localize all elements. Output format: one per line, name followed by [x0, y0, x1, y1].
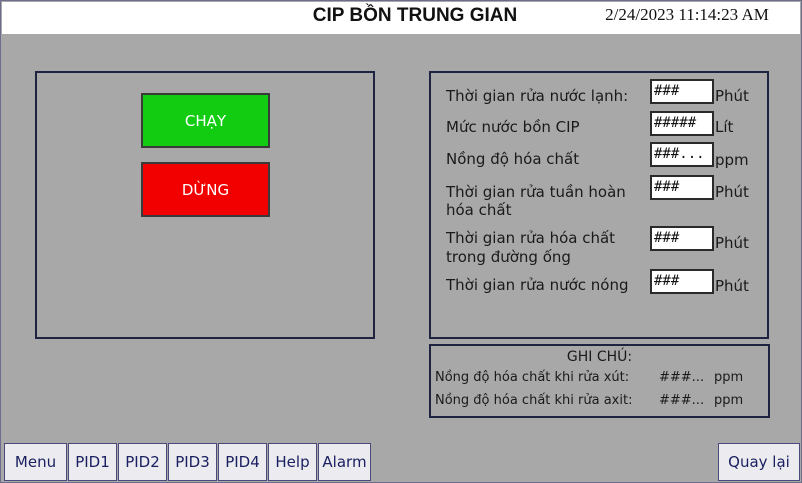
note-acid-label: Nồng độ hóa chất khi rửa axit: — [435, 393, 633, 408]
cold-rinse-time-input[interactable]: ### — [650, 79, 714, 104]
page-title: CIP BỒN TRUNG GIAN — [312, 5, 518, 26]
note-caustic-label: Nồng độ hóa chất khi rửa xút: — [435, 370, 630, 385]
param-label-chemical-concentration: Nồng độ hóa chất — [446, 150, 580, 168]
note-acid-unit: ppm — [714, 393, 744, 408]
param-label-cold-rinse-time: Thời gian rửa nước lạnh: — [446, 87, 629, 105]
param-label-pipeline-chemical-rinse-time-line1: Thời gian rửa hóa chất — [446, 229, 616, 247]
cip-tank-level-input[interactable]: ##### — [650, 111, 714, 136]
hot-rinse-time-unit: Phút — [715, 277, 749, 295]
pid3-button[interactable]: PID3 — [168, 443, 217, 481]
param-label-chemical-circulation-time-line2: hóa chất — [446, 201, 512, 219]
parameters-panel — [429, 71, 769, 339]
chemical-concentration-unit: ppm — [715, 151, 749, 169]
note-caustic-unit: ppm — [714, 370, 744, 385]
pid4-button[interactable]: PID4 — [218, 443, 267, 481]
run-button[interactable]: CHẠY — [141, 93, 270, 148]
notes-panel — [429, 344, 770, 418]
header-bar — [2, 2, 800, 34]
chemical-circulation-time-input[interactable]: ### — [650, 175, 714, 200]
note-caustic-value[interactable]: ###... — [659, 370, 705, 385]
back-button[interactable]: Quay lại — [718, 443, 800, 481]
menu-button[interactable]: Menu — [4, 443, 67, 481]
pid1-button[interactable]: PID1 — [68, 443, 117, 481]
pid2-button[interactable]: PID2 — [118, 443, 167, 481]
help-button[interactable]: Help — [268, 443, 317, 481]
param-label-hot-rinse-time: Thời gian rửa nước nóng — [446, 276, 629, 294]
param-label-chemical-circulation-time-line1: Thời gian rửa tuần hoàn — [446, 183, 626, 201]
pipeline-chemical-rinse-time-input[interactable]: ### — [650, 226, 714, 251]
param-label-cip-tank-level: Mức nước bồn CIP — [446, 118, 580, 136]
datetime-display: 2/24/2023 11:14:23 AM — [605, 5, 769, 24]
chemical-circulation-time-unit: Phút — [715, 183, 749, 201]
note-acid-value[interactable]: ###... — [659, 393, 705, 408]
control-panel — [35, 71, 375, 339]
param-label-pipeline-chemical-rinse-time-line2: trong đường ống — [446, 248, 571, 266]
pipeline-chemical-rinse-time-unit: Phút — [715, 234, 749, 252]
stop-button[interactable]: DỪNG — [141, 162, 270, 217]
cip-tank-level-unit: Lít — [715, 118, 734, 136]
hot-rinse-time-input[interactable]: ### — [650, 269, 714, 294]
chemical-concentration-input[interactable]: ###... — [650, 142, 714, 167]
alarm-button[interactable]: Alarm — [318, 443, 371, 481]
notes-title: GHI CHÚ: — [566, 349, 633, 365]
cold-rinse-time-unit: Phút — [715, 87, 749, 105]
